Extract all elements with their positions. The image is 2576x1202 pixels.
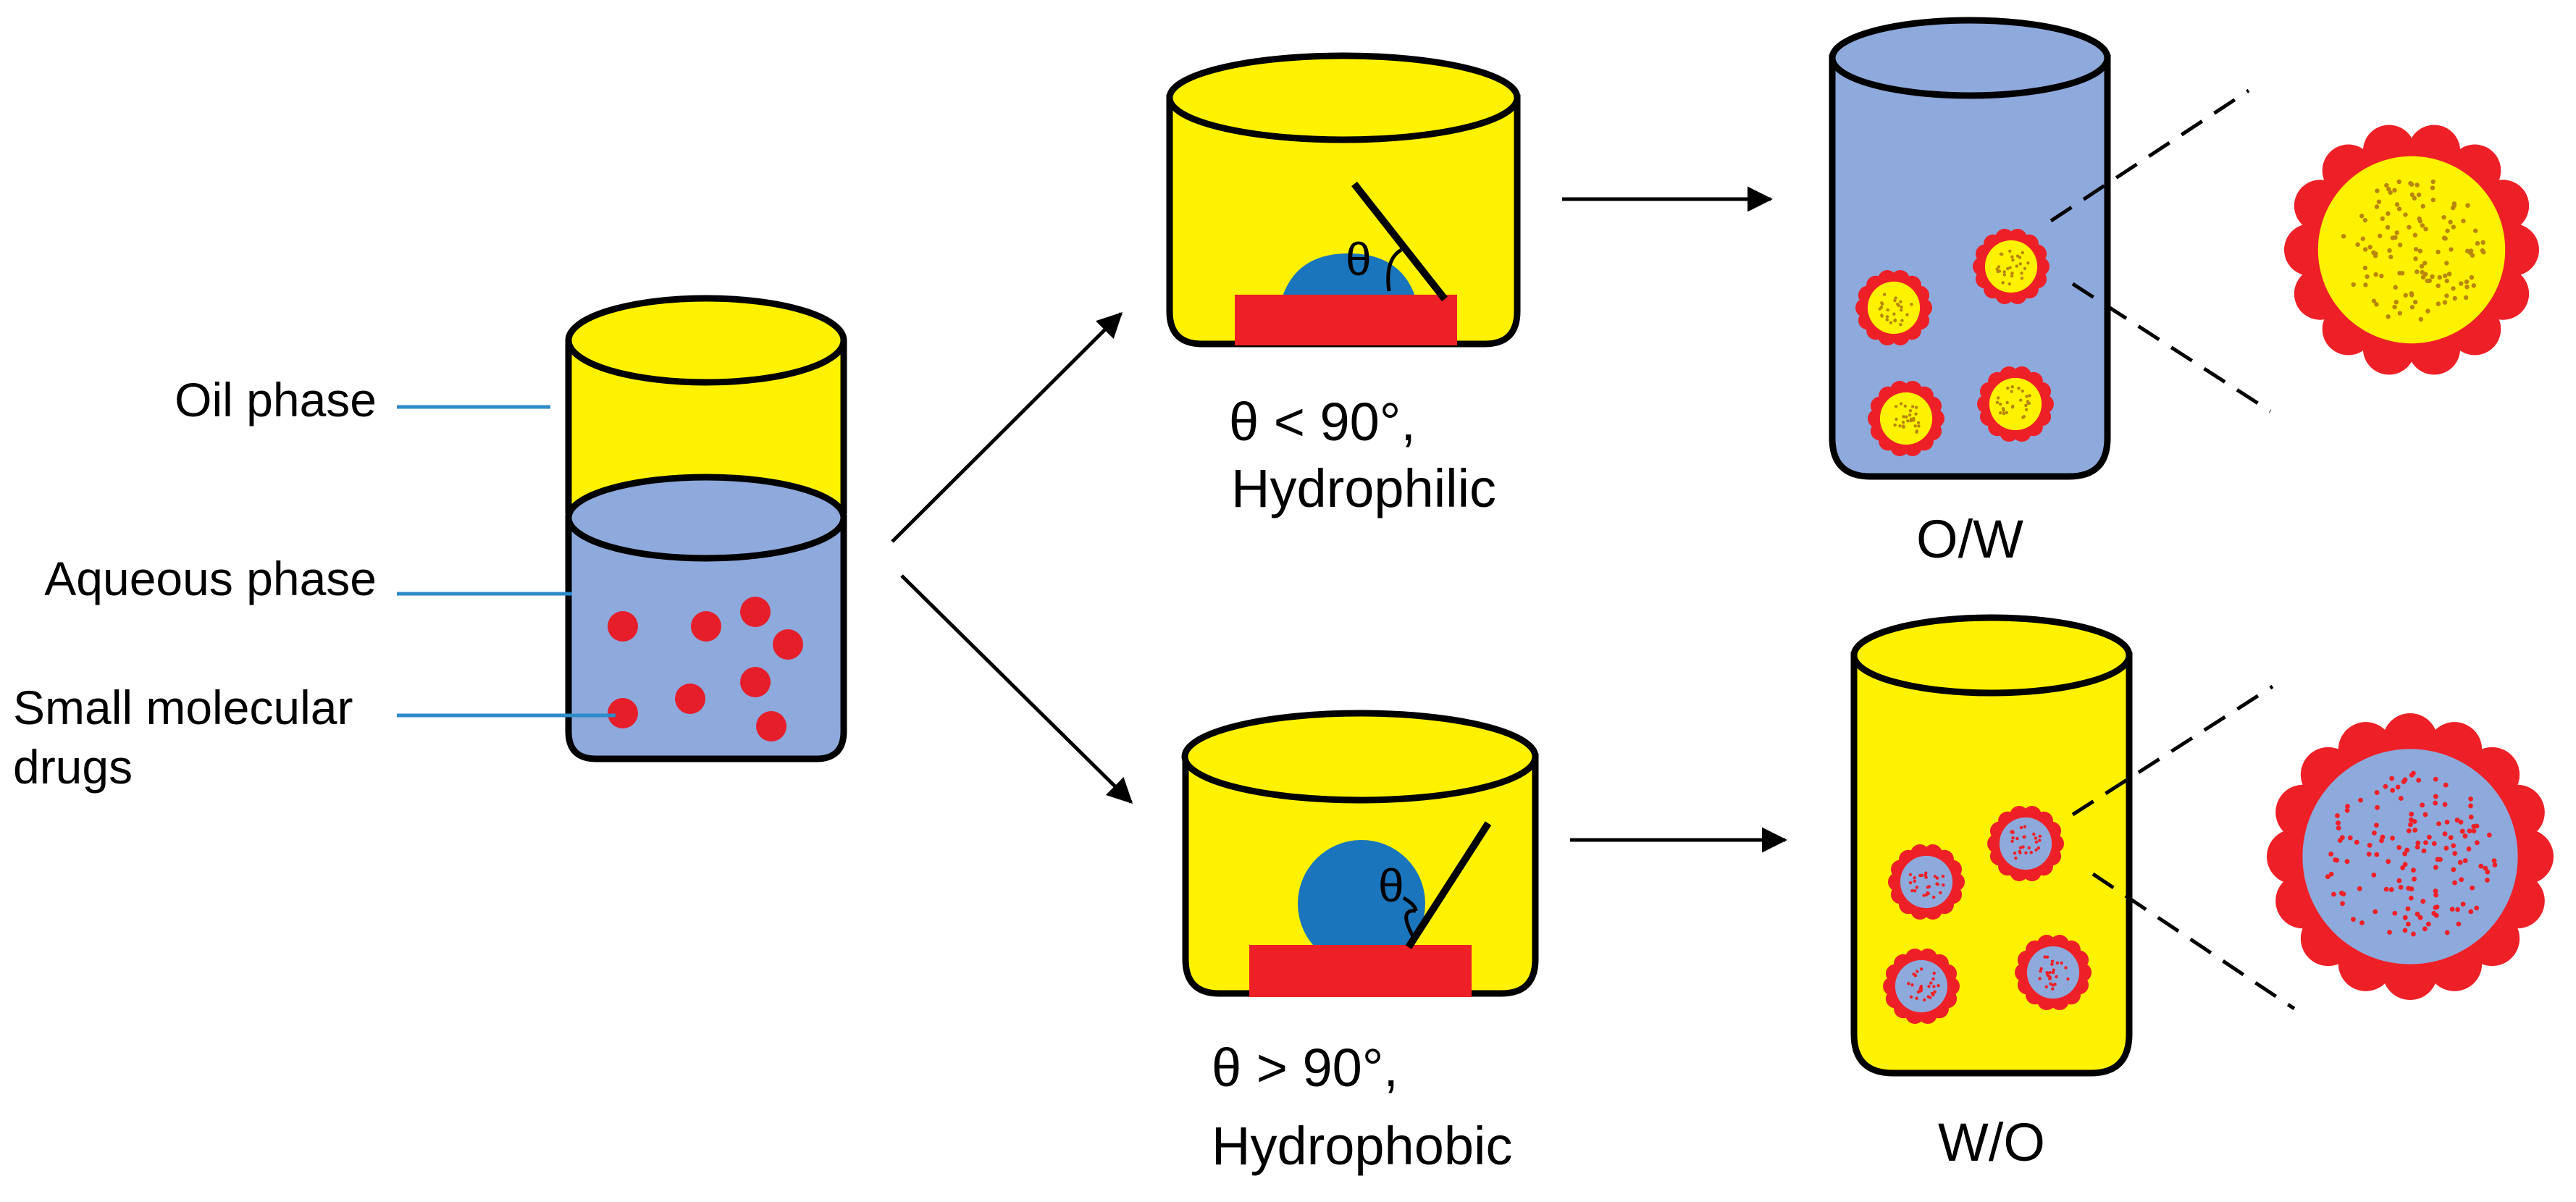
small-molecular-drugs bbox=[608, 597, 803, 741]
wo-zoom-lines bbox=[2071, 684, 2296, 1011]
wo-water-droplets bbox=[1883, 806, 2092, 1024]
hydrophobic-droplet bbox=[1298, 840, 1425, 967]
wo-beaker bbox=[1850, 614, 2133, 1077]
hydrophilic-droplet bbox=[1282, 253, 1416, 298]
hydrophilic-vessel: θ bbox=[1166, 52, 1521, 348]
ow-zoom-lines bbox=[2050, 88, 2272, 413]
ow-magnified-core bbox=[2284, 125, 2539, 375]
wo-magnified-droplet bbox=[2267, 713, 2554, 1000]
wo-droplet bbox=[1883, 949, 1960, 1024]
hydrophilic-theta: θ bbox=[1346, 233, 1372, 285]
wo-magnified-core bbox=[2267, 713, 2554, 1000]
ow-oil-droplets bbox=[1855, 229, 2054, 456]
arrow-to-hydrophilic bbox=[891, 311, 1123, 543]
two-phase-container bbox=[565, 295, 847, 762]
small-molecular-label-line2: drugs bbox=[13, 740, 133, 794]
ow-droplet bbox=[1868, 381, 1944, 456]
aqueous-phase-label: Aqueous phase bbox=[44, 552, 377, 605]
ow-beaker bbox=[1829, 17, 2111, 480]
hydrophilic-angle-arc bbox=[1386, 248, 1403, 292]
hydrophilic-type-text: Hydrophilic bbox=[1231, 458, 1496, 518]
oil-phase-top bbox=[565, 295, 847, 386]
hydrophilic-angle-text: θ < 90°, bbox=[1229, 392, 1416, 452]
wo-droplet bbox=[1987, 806, 2064, 881]
ow-label: O/W bbox=[1916, 509, 2023, 569]
ow-magnified-droplet bbox=[2284, 125, 2539, 375]
hydrophobic-type-text: Hydrophobic bbox=[1212, 1116, 1512, 1176]
hydrophobic-angle-text: θ > 90°, bbox=[1212, 1038, 1398, 1098]
arrow-to-hydrophobic bbox=[900, 574, 1133, 804]
ow-droplet bbox=[1977, 366, 2054, 442]
oil-phase-body bbox=[569, 340, 844, 514]
hydrophilic-tangent bbox=[1351, 181, 1448, 302]
aqueous-phase-interface bbox=[565, 474, 847, 562]
phase-labels: Oil phase Aqueous phase Small molecular … bbox=[13, 373, 616, 794]
ow-droplet bbox=[1973, 229, 2050, 304]
wo-droplet bbox=[2015, 935, 2092, 1010]
oil-phase-label: Oil phase bbox=[175, 373, 377, 426]
ow-droplet bbox=[1855, 270, 1932, 345]
hydrophobic-tangent bbox=[1405, 821, 1492, 949]
hydrophobic-theta: θ bbox=[1378, 860, 1404, 912]
hydrophobic-angle-arc bbox=[1402, 896, 1418, 939]
wo-droplet bbox=[1888, 844, 1965, 920]
wo-label: W/O bbox=[1938, 1112, 2045, 1172]
small-molecular-label-line1: Small molecular bbox=[13, 681, 353, 734]
hydrophobic-vessel: θ bbox=[1181, 710, 1539, 997]
hydrophilic-substrate bbox=[1235, 295, 1457, 345]
hydrophobic-substrate bbox=[1249, 945, 1472, 997]
